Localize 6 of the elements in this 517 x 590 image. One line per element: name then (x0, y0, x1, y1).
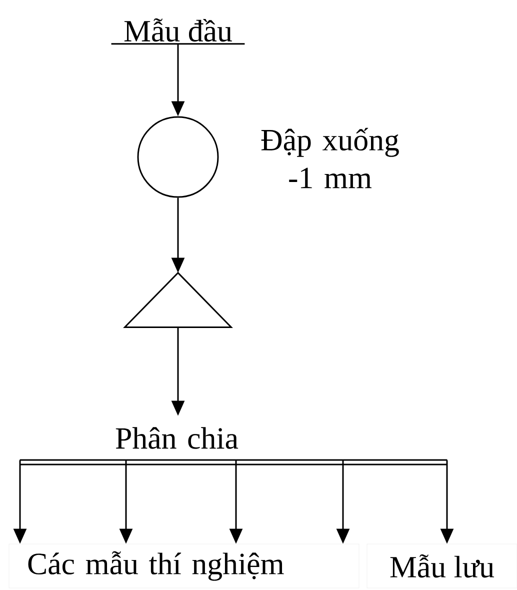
step-note: Đập xuống -1 mm (261, 128, 399, 188)
step-label: Mẫu lưu (366, 544, 517, 588)
crusher-circle (137, 116, 219, 198)
step-label: Phân chia (20, 427, 448, 466)
underlined-label: Mẫu đầu (111, 18, 245, 45)
step-label: Các mẫu thí nghiệm (8, 544, 360, 588)
